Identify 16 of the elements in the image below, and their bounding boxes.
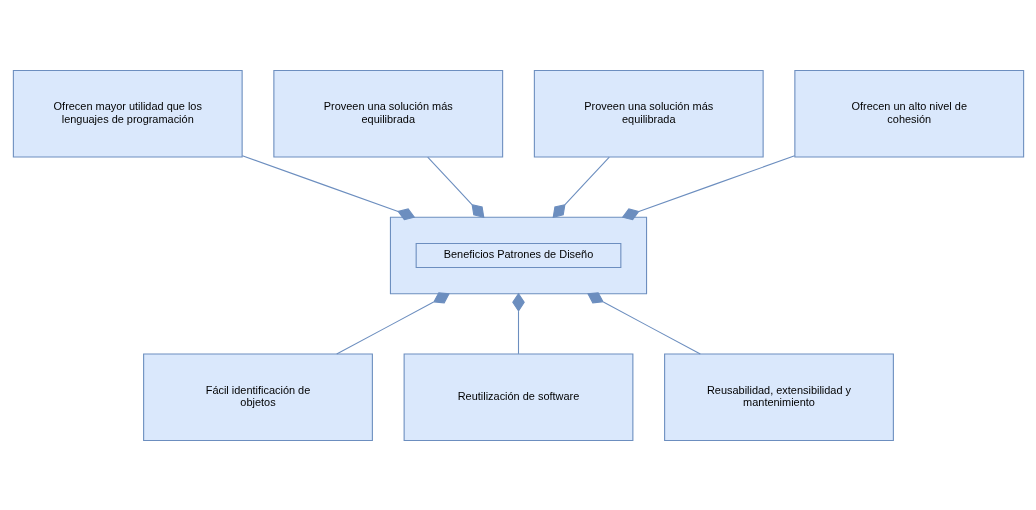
node-box: Reutilización de software: [403, 352, 633, 441]
node-box: Reusabilidad, extensibilidad y mantenimiento: [663, 352, 894, 441]
node-box: Proveen una solución más equilibrada: [533, 69, 764, 158]
connector: [586, 291, 701, 355]
connector: [335, 291, 450, 355]
node-box: Fácil identificación de objetos: [142, 352, 373, 441]
connector: [621, 154, 795, 220]
node-box: Proveen una solución más equilibrada: [272, 69, 503, 158]
connector: [241, 154, 415, 220]
node-box: Beneficios Patrones de Diseño: [415, 242, 621, 268]
node-box: Ofrecen mayor utilidad que los lenguajes de programación: [12, 69, 243, 158]
node-box: Ofrecen un alto nivel de cohesión: [793, 69, 1024, 158]
connector: [426, 156, 484, 218]
cluster: [389, 216, 647, 294]
connector: [511, 292, 525, 354]
connector: [552, 156, 610, 218]
